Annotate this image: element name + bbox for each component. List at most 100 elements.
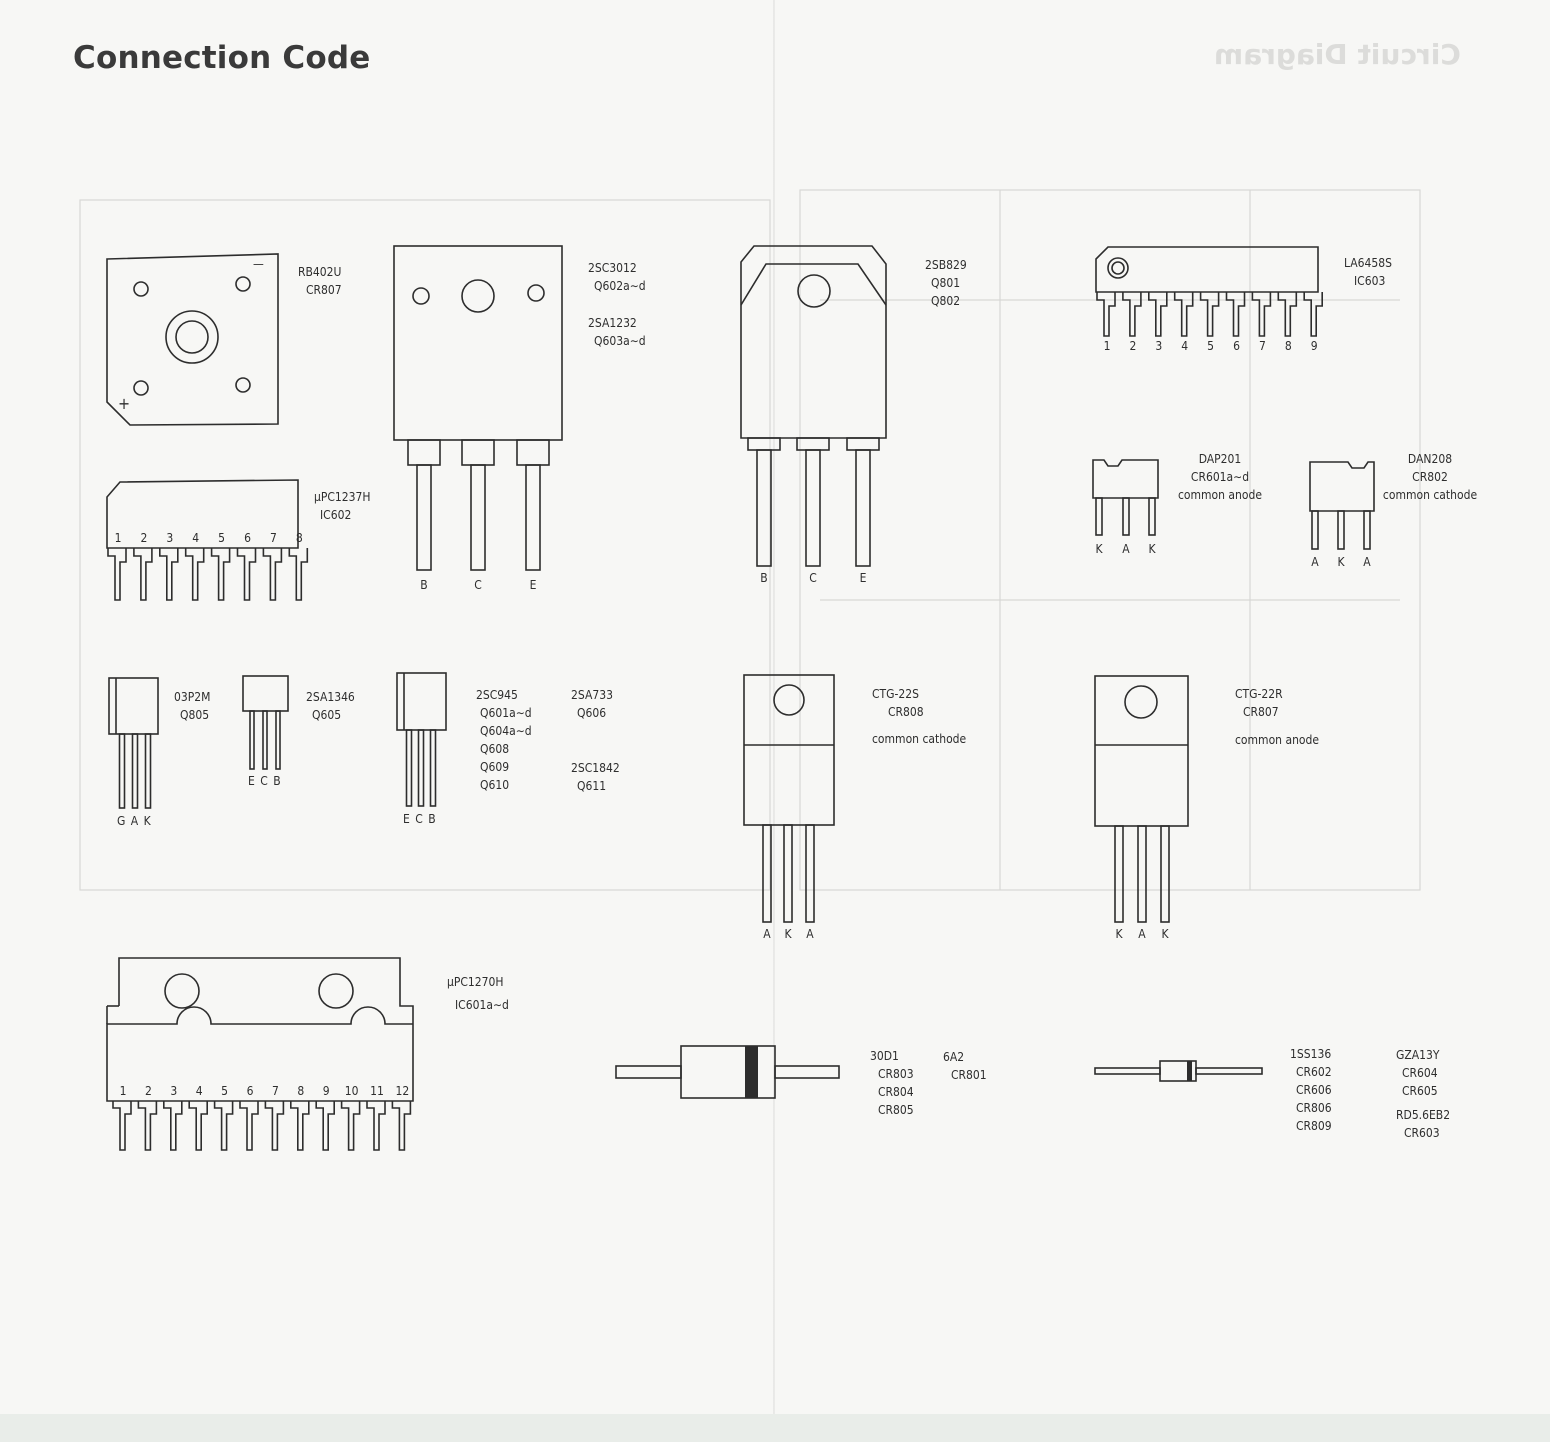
ref-designator: Q608: [480, 742, 510, 756]
upc1237h-pin-lead: [236, 548, 257, 601]
ref-designator: CR802: [1412, 470, 1448, 484]
ref-designator: CR602: [1296, 1065, 1332, 1079]
la6458s-pin-number: 2: [1129, 339, 1137, 353]
dap201-leg: [1095, 497, 1103, 536]
ref-designator: CR803: [878, 1067, 914, 1081]
upc1270h-pin-number: 7: [271, 1084, 279, 1098]
ctg22s-leg: [805, 824, 815, 923]
dap201-pin-label: K: [1095, 542, 1103, 556]
part-number: RB402U: [298, 265, 342, 279]
to3p-2sc3012-package: [393, 245, 563, 571]
page-fold: [773, 0, 775, 1442]
page-bottom-edge: [0, 1414, 1550, 1442]
sc945-package: [396, 672, 447, 807]
upc1270h-pin-lead: [264, 1101, 285, 1151]
page-title: Connection Code: [73, 40, 371, 76]
d6a2-label: 6A2 CR801: [943, 1048, 987, 1084]
sa1346-label: 2SA1346 Q605: [306, 688, 355, 724]
part-number: μPC1237H: [314, 490, 371, 504]
to3p-a-pin-label: B: [420, 578, 428, 592]
ctg22s-package: [743, 674, 835, 923]
ctg22r-note: common anode: [1235, 733, 1320, 747]
la6458s-pin-number: 1: [1103, 339, 1111, 353]
dan208-package: [1309, 461, 1375, 550]
to3p-a-pin-label: E: [529, 578, 537, 592]
to3p-b-pin-label: E: [859, 571, 867, 585]
ref-designator: CR807: [1243, 705, 1279, 719]
upc1237h-label: μPC1237H IC602: [314, 488, 371, 524]
dap201-pin-label: A: [1122, 542, 1130, 556]
upc1270h-pin-lead: [213, 1101, 234, 1151]
to3p-a-leg-shoulder: [407, 439, 441, 466]
part-number: RD5.6EB2: [1396, 1108, 1451, 1122]
upc1270h-pin-lead: [391, 1101, 412, 1151]
to3p-a-leg: [416, 464, 432, 571]
o3p2m-leg: [144, 733, 152, 809]
la6458s-pin-lead: [1225, 292, 1246, 337]
la6458s-pin-number: 9: [1310, 339, 1318, 353]
ref-designator: Q605: [312, 708, 342, 722]
to3p-a-pin-label: C: [474, 578, 482, 592]
dan208-pin-label: A: [1311, 555, 1319, 569]
o3p2m-leg: [131, 733, 139, 809]
upc1237h-pin-number: 6: [244, 531, 251, 545]
ref-designator: CR606: [1296, 1083, 1332, 1097]
ref-designator: CR808: [888, 705, 924, 719]
part-number: 2SC1842: [571, 761, 620, 775]
upc1270h-pin-number: 8: [297, 1084, 305, 1098]
ctg22r-package: [1094, 675, 1189, 923]
upc1270h-pin-number: 5: [221, 1084, 229, 1098]
ctg22r-leg: [1114, 825, 1124, 923]
upc1270h-pin-lead: [188, 1101, 208, 1151]
part-number: GZA13Y: [1396, 1048, 1440, 1062]
part-number: 1SS136: [1290, 1047, 1332, 1061]
o3p2m-package: [108, 677, 159, 809]
dap201-package: [1092, 459, 1159, 536]
part-number: 2SC3012: [588, 261, 637, 275]
upc1237h-pin-lead: [288, 548, 309, 601]
to3p-a-leg: [525, 464, 541, 571]
upc1237h-pin-number: 4: [192, 531, 200, 545]
upc1270h-pin-lead: [289, 1101, 310, 1151]
to3p-2sb829-package: [740, 245, 887, 567]
upc1270h-pin-lead: [137, 1101, 158, 1151]
d1ss136-axial-diode: [1094, 1060, 1263, 1082]
dan208-leg: [1337, 510, 1345, 550]
ctg22s-note: common cathode: [872, 732, 967, 746]
configuration-note: common cathode: [1382, 488, 1478, 502]
sc945-leg: [417, 729, 425, 807]
la6458s-pin-number: 3: [1155, 339, 1163, 353]
upc1237h-pin-leads: [107, 548, 309, 601]
ctg22s-pin-label: K: [784, 927, 792, 941]
sa1346-pin-labels: E C B: [248, 774, 282, 788]
ctg22r-label: CTG-22R CR807: [1235, 685, 1283, 721]
upc1270h-package: [106, 957, 414, 1151]
ctg22r-leg: [1137, 825, 1147, 923]
configuration-note: common anode: [1177, 488, 1262, 502]
part-number: DAN208: [1407, 452, 1453, 466]
la6458s-pin-number: 8: [1284, 339, 1292, 353]
sa1346-leg: [275, 710, 281, 770]
part-number: 03P2M: [174, 690, 211, 704]
upc1237h-pin-lead: [184, 548, 205, 601]
ref-designator: CR601a∼d: [1190, 470, 1250, 484]
d30d1-label: 30D1 CR803 CR804 CR805: [870, 1047, 914, 1119]
sa1346-package: [242, 675, 289, 770]
rd56eb2-label: RD5.6EB2 CR603: [1396, 1106, 1450, 1142]
part-number: 6A2: [943, 1050, 965, 1064]
to3p-a-label-2: 2SA1232 Q603a∼d: [588, 314, 646, 350]
to3p-b-leg: [855, 449, 871, 567]
ref-designator: Q604a∼d: [480, 724, 532, 738]
ref-designator: Q603a∼d: [594, 334, 646, 348]
to3p-b-leg-shoulder: [747, 437, 781, 451]
ref-designator: IC603: [1354, 274, 1386, 288]
ref-designator: IC602: [320, 508, 352, 522]
upc1270h-pin-number: 3: [170, 1084, 178, 1098]
part-number: 30D1: [870, 1049, 899, 1063]
upc1270h-label: μPC1270H IC601a∼d: [447, 971, 509, 1017]
ref-designator: CR603: [1404, 1126, 1440, 1140]
upc1270h-pin-lead: [315, 1101, 336, 1151]
sa1346-leg: [249, 710, 255, 770]
o3p2m-pin-labels: G A K: [117, 814, 152, 828]
